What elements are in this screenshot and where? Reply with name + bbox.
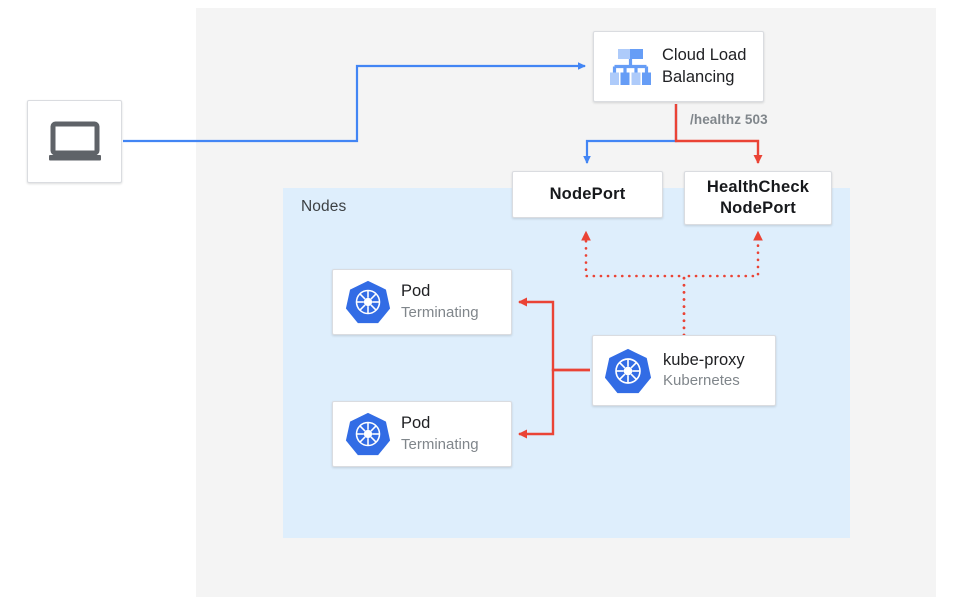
kubernetes-icon [337, 411, 399, 457]
cloud-load-balancing-title-line2: Balancing [662, 67, 735, 86]
edge-label-healthz: /healthz 503 [690, 112, 768, 127]
kube-proxy-subtitle: Kubernetes [663, 372, 740, 390]
cloud-load-balancing-node[interactable]: Cloud Load Balancing [593, 31, 764, 102]
client-node[interactable] [27, 100, 122, 183]
kube-proxy-node[interactable]: kube-proxy Kubernetes [592, 335, 776, 406]
kubernetes-icon [337, 279, 399, 325]
healthcheck-nodeport-node[interactable]: HealthCheck NodePort [684, 171, 832, 225]
nodeport-label: NodePort [549, 184, 626, 203]
pod-2-text: Pod Terminating [401, 413, 479, 455]
kubernetes-icon [597, 347, 659, 395]
pod-node-2[interactable]: Pod Terminating [332, 401, 512, 467]
pod-2-status: Terminating [401, 435, 479, 453]
pod-2-title: Pod [401, 414, 431, 433]
pod-1-status: Terminating [401, 303, 479, 321]
laptop-icon [48, 121, 102, 163]
nodeport-node[interactable]: NodePort [512, 171, 663, 218]
pod-1-title: Pod [401, 282, 431, 301]
kube-proxy-title: kube-proxy [663, 350, 745, 369]
healthcheck-nodeport-text: HealthCheck NodePort [707, 177, 809, 220]
cloud-load-balancing-text: Cloud Load Balancing [662, 45, 746, 89]
healthcheck-nodeport-label-line1: HealthCheck [706, 177, 810, 196]
cloud-load-balancing-title-line1: Cloud Load [662, 45, 747, 64]
kube-proxy-text: kube-proxy Kubernetes [663, 350, 745, 392]
pod-node-1[interactable]: Pod Terminating [332, 269, 512, 335]
healthcheck-nodeport-label-line2: NodePort [720, 199, 796, 217]
nodes-panel-label: Nodes [301, 198, 347, 215]
pod-1-text: Pod Terminating [401, 281, 479, 323]
cloud-load-balancing-icon [602, 48, 660, 86]
